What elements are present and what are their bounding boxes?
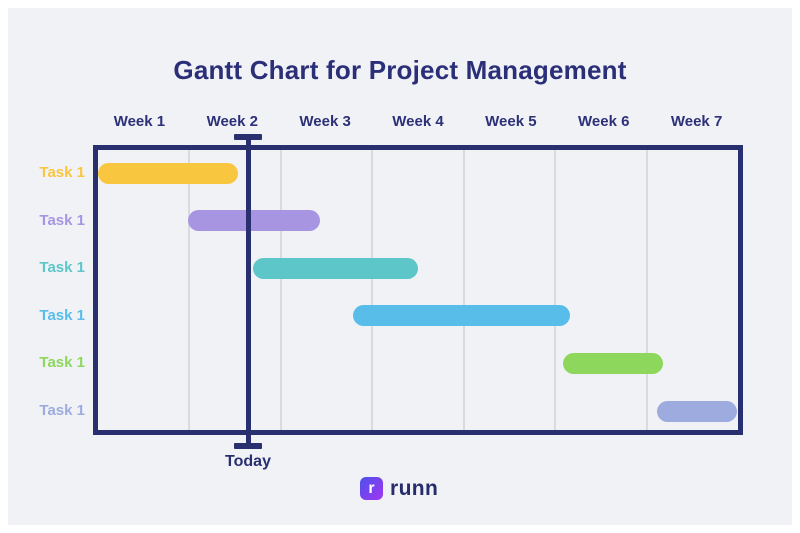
gantt-chart-area: [93, 145, 743, 435]
week-label: Week 6: [578, 113, 630, 130]
task-label: Task 1: [39, 306, 85, 324]
task-label: Task 1: [39, 354, 85, 372]
gantt-bar: [656, 400, 738, 422]
week-label: Week 5: [485, 113, 537, 130]
page-background: Gantt Chart for Project Management Week …: [8, 8, 792, 525]
week-gridline: [554, 150, 557, 430]
runn-logo: r runn: [360, 477, 438, 500]
task-label: Task 1: [39, 259, 85, 277]
week-gridline: [462, 150, 465, 430]
gantt-bar: [563, 352, 664, 374]
week-gridline: [279, 150, 282, 430]
runn-r-mark-icon: r: [360, 477, 383, 500]
today-marker-line: [245, 137, 251, 445]
week-gridline: [188, 150, 191, 430]
task-label: Task 1: [39, 402, 85, 419]
gantt-bar: [98, 162, 238, 184]
task-label: Task 1: [39, 164, 85, 181]
gantt-bar: [353, 305, 570, 327]
gantt-bar: [253, 257, 418, 279]
week-label: Week 1: [113, 113, 166, 130]
week-gridline: [371, 150, 374, 430]
week-label: Week 7: [670, 113, 723, 130]
week-gridline: [645, 150, 648, 430]
today-label: Today: [225, 453, 271, 470]
week-axis: Week 1 Week 2 Week 3 Week 4 Week 5 Week 6 Week…: [93, 113, 743, 133]
runn-logo-text: runn: [390, 476, 439, 500]
today-marker: Today: [225, 134, 271, 479]
week-label: Week 2: [206, 113, 258, 130]
chart-title: Gantt Chart for Project Management: [173, 55, 627, 85]
today-marker-bottom-cap: [234, 443, 262, 449]
week-label: Week 3: [299, 113, 351, 130]
task-label: Task 1: [39, 211, 85, 229]
gantt-bar: [187, 210, 321, 232]
week-label: Week 4: [392, 113, 444, 130]
